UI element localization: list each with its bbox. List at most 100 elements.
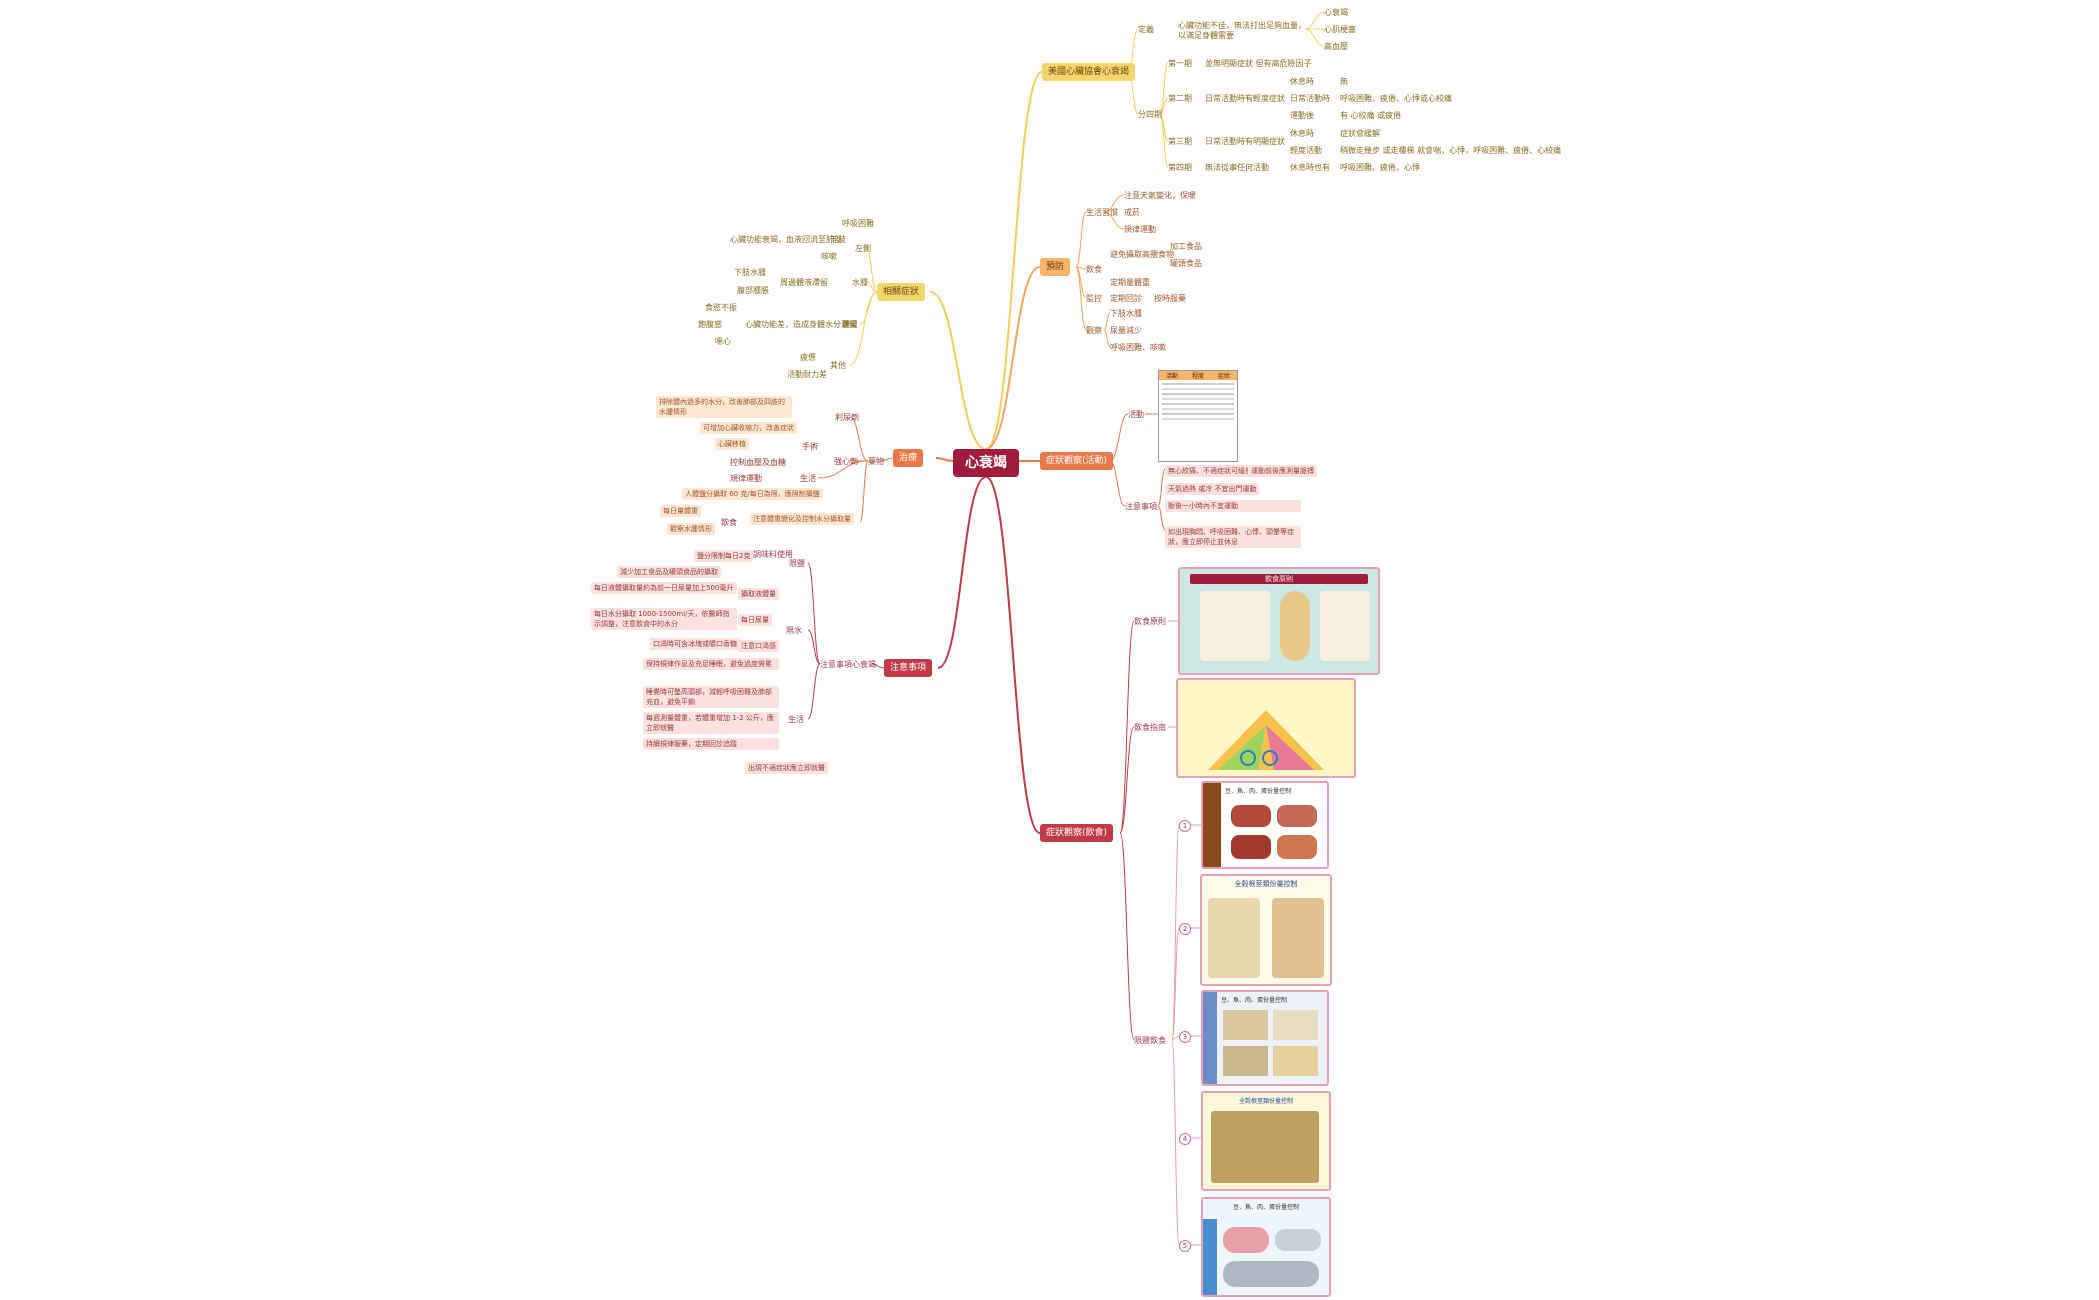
stage-3-text[interactable]: 日常活動時有明顯症狀 (1205, 137, 1285, 146)
sym-weight-2[interactable]: 噁心 (715, 337, 731, 346)
prev-monitor[interactable]: 監控 (1086, 294, 1102, 303)
stage-2-text[interactable]: 日常活動時有輕度症狀 (1205, 94, 1285, 103)
branch-symptoms[interactable]: 相關症狀 (877, 283, 926, 301)
precaution-life-2[interactable]: 睡覺時可墊高頭部，減輕呼吸困難及肺部充血，避免平躺 (643, 686, 779, 708)
prev-monitor-meds[interactable]: 按時服藥 (1154, 294, 1186, 303)
stage-1[interactable]: 第一期 (1168, 59, 1192, 68)
precaution-water-2[interactable]: 注意口渴感 (738, 640, 779, 652)
sym-other-1[interactable]: 活動耐力差 (787, 370, 827, 379)
stage-2-d0[interactable]: 無 (1340, 77, 1348, 86)
stage-4-c0[interactable]: 休息時也有 (1290, 163, 1330, 172)
stage-2-c1[interactable]: 日常活動時 (1290, 94, 1330, 103)
prev-weigh[interactable]: 定期量體重 (1110, 278, 1150, 287)
sym-weight-1[interactable]: 飽腹感 (698, 320, 722, 329)
precaution-water[interactable]: 限水 (786, 626, 802, 635)
sym-weight-0[interactable]: 食慾不振 (705, 303, 737, 312)
sym-left-0[interactable]: 呼吸困難 (842, 219, 874, 228)
branch-treatment[interactable]: 治療 (893, 449, 924, 467)
activity-node[interactable]: 活動 (1128, 410, 1144, 419)
precaution-water-1[interactable]: 每日尿量 (738, 614, 772, 626)
root-node[interactable]: 心衰竭 (953, 449, 1019, 477)
precaution-life-4[interactable]: 持續規律服藥，定期回診追蹤 (643, 738, 779, 750)
precaution-salt-1[interactable]: 調味料使用 (753, 550, 793, 559)
stage-2-c0[interactable]: 休息時 (1290, 77, 1314, 86)
sym-left[interactable]: 左側 (855, 244, 871, 253)
stage-3[interactable]: 第三期 (1168, 137, 1192, 146)
sym-left-sub[interactable]: 心臟功能衰竭，血液回流至肺部 (730, 235, 842, 244)
node-definition-text[interactable]: 心臟功能不佳，無法打出足夠血量，以滿足身體需要 (1178, 21, 1306, 40)
prev-observe-1[interactable]: 尿量減少 (1110, 326, 1142, 335)
stage-2[interactable]: 第二期 (1168, 94, 1192, 103)
surgery-text[interactable]: 心臟移植 (715, 438, 749, 450)
precaution-salt-text[interactable]: 減少加工食品及罐頭食品的攝取 (617, 566, 721, 578)
treatment-diet-0[interactable]: 每日量體重 (660, 505, 701, 517)
portion-number-1[interactable]: 1 (1179, 820, 1191, 832)
treatment-inotrope[interactable]: 強心劑 (834, 457, 858, 466)
prev-observe-2[interactable]: 呼吸困難、咳嗽 (1110, 343, 1166, 352)
note-4[interactable]: 如出現胸悶、呼吸困難、心悸、頭暈等症狀，應立即停止並休息 (1165, 526, 1301, 548)
stage-4-text[interactable]: 無法從事任何活動 (1205, 163, 1269, 172)
treatment-diuretic[interactable]: 利尿劑 (835, 413, 859, 422)
sym-weight[interactable]: 體重 (842, 320, 858, 329)
node-four-stages[interactable]: 分四期 (1138, 110, 1162, 119)
sym-edema-0[interactable]: 下肢水腫 (734, 268, 766, 277)
sym-other-0[interactable]: 疲憊 (800, 353, 816, 362)
stage-2-c2[interactable]: 運動後 (1290, 111, 1314, 120)
precaution-life-1[interactable]: 保持規律作息及充足睡眠，避免過度勞累 (643, 658, 779, 670)
prev-observe[interactable]: 觀察 (1086, 326, 1102, 335)
portion-number-5[interactable]: 5 (1179, 1240, 1191, 1252)
prev-habit-2[interactable]: 規律運動 (1124, 225, 1156, 234)
activity-notes[interactable]: 注意事項 (1125, 502, 1157, 511)
note-0[interactable]: 無心絞痛、不適症狀可緩慢 (1165, 465, 1255, 477)
node-sym-1[interactable]: 心肌梗塞 (1324, 25, 1356, 34)
precaution-water-text2[interactable]: 每日水分攝取 1000-1500ml/天，依醫師指示調整，注意飲食中的水分 (591, 608, 737, 630)
precaution-water-text3[interactable]: 口渴時可含冰塊或嚼口香糖 (650, 638, 740, 650)
branch-prevention[interactable]: 預防 (1040, 258, 1071, 276)
diet-low-salt[interactable]: 限鹽飲食 (1134, 1036, 1166, 1045)
treatment-life[interactable]: 生活 (800, 474, 816, 483)
prev-habit-1[interactable]: 戒菸 (1124, 208, 1140, 217)
precaution-salt[interactable]: 限鹽 (789, 559, 805, 568)
note-3[interactable]: 飯後一小時內不宜運動 (1165, 500, 1301, 512)
prev-diet-sub-0[interactable]: 加工食品 (1170, 242, 1202, 251)
branch-precautions[interactable]: 注意事項 (884, 659, 933, 677)
precaution-life[interactable]: 生活 (788, 715, 804, 724)
precaution-water-text1[interactable]: 每日液體攝取量約為前一日尿量加上500毫升 (591, 582, 737, 594)
sym-left-1[interactable]: 咳嗽 (821, 252, 837, 261)
prev-diet-sub-1[interactable]: 罐頭食品 (1170, 259, 1202, 268)
precaution-hub[interactable]: 注意事項心衰竭 (820, 660, 876, 669)
sym-edema[interactable]: 水腫 (852, 278, 868, 287)
treatment-diet[interactable]: 飲食 (721, 518, 737, 527)
portion-number-2[interactable]: 2 (1179, 923, 1191, 935)
branch-aha-heart-failure[interactable]: 美國心臟協會心衰竭 (1042, 63, 1136, 81)
treatment-salt-text[interactable]: 人體鹽分攝取 60 克/每日為限，應限制攝鹽 (682, 488, 823, 500)
node-sym-2[interactable]: 高血壓 (1324, 42, 1348, 51)
treatment-diet-1[interactable]: 觀察水腫情形 (667, 523, 715, 535)
stage-2-d2[interactable]: 有 心絞痛 或疲倦 (1340, 111, 1402, 120)
treatment-meds[interactable]: 藥物 (868, 457, 884, 466)
diet-guide[interactable]: 飲食指南 (1134, 723, 1166, 732)
prev-monitor-sub[interactable]: 定期回診 (1110, 294, 1142, 303)
prev-habits[interactable]: 生活習慣 (1086, 208, 1118, 217)
stage-4[interactable]: 第四期 (1168, 163, 1192, 172)
precaution-life-3[interactable]: 每週測量體重，若體重增加 1-2 公斤，應立即就醫 (643, 712, 779, 734)
treatment-diet-text[interactable]: 注意體重變化及控制水分攝取量 (750, 513, 854, 525)
prev-observe-0[interactable]: 下肢水腫 (1110, 309, 1142, 318)
sym-weight-text[interactable]: 心臟功能差，造成身體水分滯留 (745, 320, 857, 329)
branch-activity[interactable]: 症狀觀察(活動) (1040, 452, 1114, 470)
node-definition[interactable]: 定義 (1138, 25, 1154, 34)
treatment-life-0[interactable]: 控制血壓及血糖 (730, 458, 786, 467)
diet-principles[interactable]: 飲食原則 (1134, 617, 1166, 626)
prev-habit-0[interactable]: 注意天氣變化，保暖 (1124, 191, 1196, 200)
prev-diet-sub[interactable]: 避免攝取高鹽食物 (1110, 250, 1174, 259)
prev-diet[interactable]: 飲食 (1086, 265, 1102, 274)
sym-edema-1[interactable]: 腹部腫脹 (737, 286, 769, 295)
stage-3-d0[interactable]: 症狀會緩解 (1340, 129, 1380, 138)
branch-diet[interactable]: 症狀觀察(飲食) (1040, 824, 1114, 842)
portion-number-4[interactable]: 4 (1179, 1133, 1191, 1145)
stage-2-d1[interactable]: 呼吸困難、疲倦、心悸或心絞痛 (1340, 94, 1452, 103)
diuretic-text[interactable]: 排除體內過多的水分，改善肺部及四肢的水腫情形 (656, 396, 792, 418)
sym-left-sub2[interactable]: 下肢 (830, 235, 846, 244)
stage-3-c0[interactable]: 休息時 (1290, 129, 1314, 138)
sym-edema-text[interactable]: 周邊體液滯留 (780, 278, 828, 287)
